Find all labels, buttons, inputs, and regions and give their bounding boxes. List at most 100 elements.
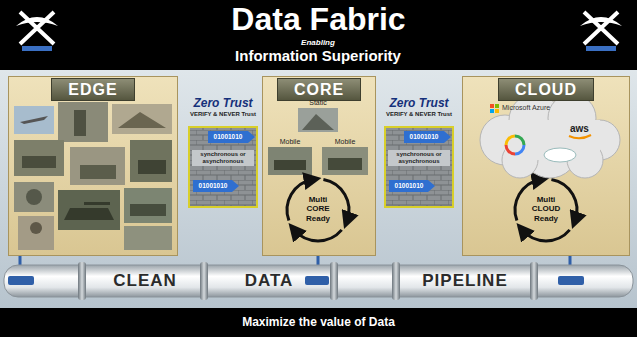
pipe-segment: CLEAN <box>92 268 198 294</box>
illustration-part <box>302 114 334 130</box>
illustration-part <box>22 156 56 168</box>
illustration-part <box>530 262 538 300</box>
illustration-part <box>268 147 312 175</box>
logo-right <box>580 12 622 51</box>
illustration-part <box>58 190 120 230</box>
illustration-part <box>392 262 400 300</box>
edge-panel-fill <box>8 76 178 256</box>
binary-text: 01001010 <box>391 181 427 191</box>
illustration-part <box>305 276 329 285</box>
label-holder: aws <box>570 123 600 134</box>
illustration-part <box>586 46 616 51</box>
illustration-part <box>200 262 208 300</box>
illustration-part <box>112 104 172 134</box>
photo-label: Static <box>296 99 340 107</box>
label-holder: Information Superiority <box>168 47 468 64</box>
illustration-part <box>58 102 108 142</box>
illustration-part <box>124 226 172 250</box>
illustration-part <box>495 109 499 113</box>
cycle-arrows <box>515 180 577 241</box>
region-panel: CLOUD Multi CLOUD Ready <box>462 76 630 256</box>
illustration-part <box>14 140 64 176</box>
illustration-part <box>14 106 54 134</box>
subtitle: Enabling <box>218 38 418 47</box>
illustration-part <box>138 160 166 174</box>
node-heading: EDGE <box>51 78 134 101</box>
illustration-part <box>404 131 451 143</box>
cycle-circle: Multi CORE Ready <box>292 183 344 235</box>
node-heading: CLOUD <box>498 78 594 101</box>
illustration-part <box>22 46 52 51</box>
vendor-name: Microsoft Azure <box>502 104 562 112</box>
illustration-part <box>495 104 499 108</box>
pipe-segment: DATA <box>212 268 326 294</box>
title: Data Fabric <box>0 1 637 37</box>
illustration-part <box>4 265 633 297</box>
illustration-part <box>544 148 576 162</box>
illustration-part <box>490 104 494 108</box>
illustration-part <box>118 112 166 128</box>
label-holder: Mobile <box>268 138 312 146</box>
vendor-name: aws <box>570 123 600 134</box>
logo-left <box>16 12 58 51</box>
illustration-part <box>26 189 42 205</box>
pipeline-tube <box>4 256 633 300</box>
node-heading: CLEAN <box>113 271 177 291</box>
label-holder: Maximize the value of Data <box>0 315 637 329</box>
illustration-part <box>70 147 125 185</box>
cloud-shape <box>480 94 620 178</box>
illustration-part <box>16 17 58 26</box>
illustration-part <box>506 136 524 154</box>
subtitle: Information Superiority <box>168 47 468 64</box>
illustration-part <box>506 136 524 154</box>
illustration-part <box>330 262 338 300</box>
node-heading: Zero Trust <box>193 96 252 110</box>
illustration-part <box>558 276 584 285</box>
illustration-part <box>84 202 110 205</box>
illustration-part <box>328 158 362 170</box>
middle-ground <box>0 70 637 308</box>
illustration-part <box>322 147 368 175</box>
region-panel: EDGE <box>8 76 178 256</box>
illustration-part <box>80 165 116 179</box>
node-heading: CORE <box>277 78 361 101</box>
label-holder: Static <box>296 99 340 107</box>
cloud-panel-fill <box>462 76 630 256</box>
zero-trust-wall <box>189 127 257 207</box>
node-heading: Multi CORE Ready <box>300 195 336 223</box>
illustration-part <box>389 180 435 192</box>
illustration-part <box>14 182 54 212</box>
node-heading: Multi CLOUD Ready <box>528 195 564 223</box>
illustration-part <box>124 188 172 223</box>
illustration-part <box>274 160 306 170</box>
illustration-part <box>18 216 54 250</box>
illustration-part <box>193 180 239 192</box>
illustration-part <box>569 135 591 138</box>
label-holder: 01001010 <box>404 132 444 142</box>
illustration-part <box>8 276 34 285</box>
label-holder: Enabling <box>218 38 418 47</box>
illustration-part <box>74 110 86 136</box>
binary-text: 01001010 <box>208 132 248 142</box>
illustration-part <box>130 140 172 182</box>
photo-label: Mobile <box>322 138 368 146</box>
illustration-part <box>506 136 524 154</box>
cycle-circle: Multi CLOUD Ready <box>520 183 572 235</box>
illustration-part <box>298 108 338 132</box>
node-heading: DATA <box>245 271 294 291</box>
cycle-arrows <box>287 180 349 241</box>
illustration-part <box>20 116 48 124</box>
illustration-part <box>30 222 42 234</box>
illustration-part <box>580 17 622 26</box>
label-holder: 01001010 <box>195 181 231 191</box>
illustration-part <box>584 12 618 44</box>
caption: Maximize the value of Data <box>0 315 637 329</box>
illustration-part <box>385 127 453 207</box>
label-holder: Mobile <box>322 138 368 146</box>
label-holder: synchronous or asynchronous <box>192 150 254 166</box>
illustration-part <box>294 230 341 241</box>
mode-note: synchronous or asynchronous <box>192 150 254 166</box>
binary-text: 01001010 <box>404 132 444 142</box>
photo-label: Mobile <box>268 138 312 146</box>
